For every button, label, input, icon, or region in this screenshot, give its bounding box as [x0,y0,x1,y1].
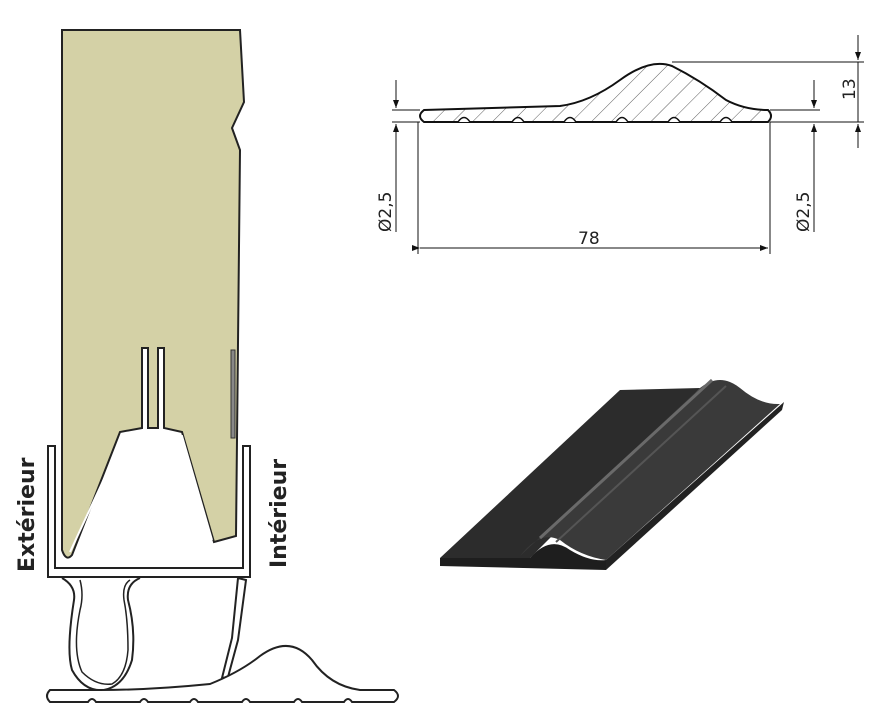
section-grooves [457,116,733,123]
u-channel [47,445,251,578]
seal-section-drawing: 78 13 Ø2,5 Ø2,5 [376,35,864,254]
panel-strip [230,349,236,439]
seal-lip [220,576,248,680]
door-bottom-cross-section: Extérieur Intérieur [15,29,399,703]
seal-3d-render [440,378,784,570]
dimension-height: 13 [840,78,860,100]
dimension-left-diameter: Ø2,5 [376,192,396,232]
label-exterior: Extérieur [15,457,40,572]
dimension-width: 78 [578,229,600,249]
label-interior: Intérieur [267,459,292,568]
threshold-profile [46,644,399,703]
seal-section-profile [419,62,772,123]
door-panel [61,29,246,559]
dimension-right-diameter: Ø2,5 [794,192,814,232]
